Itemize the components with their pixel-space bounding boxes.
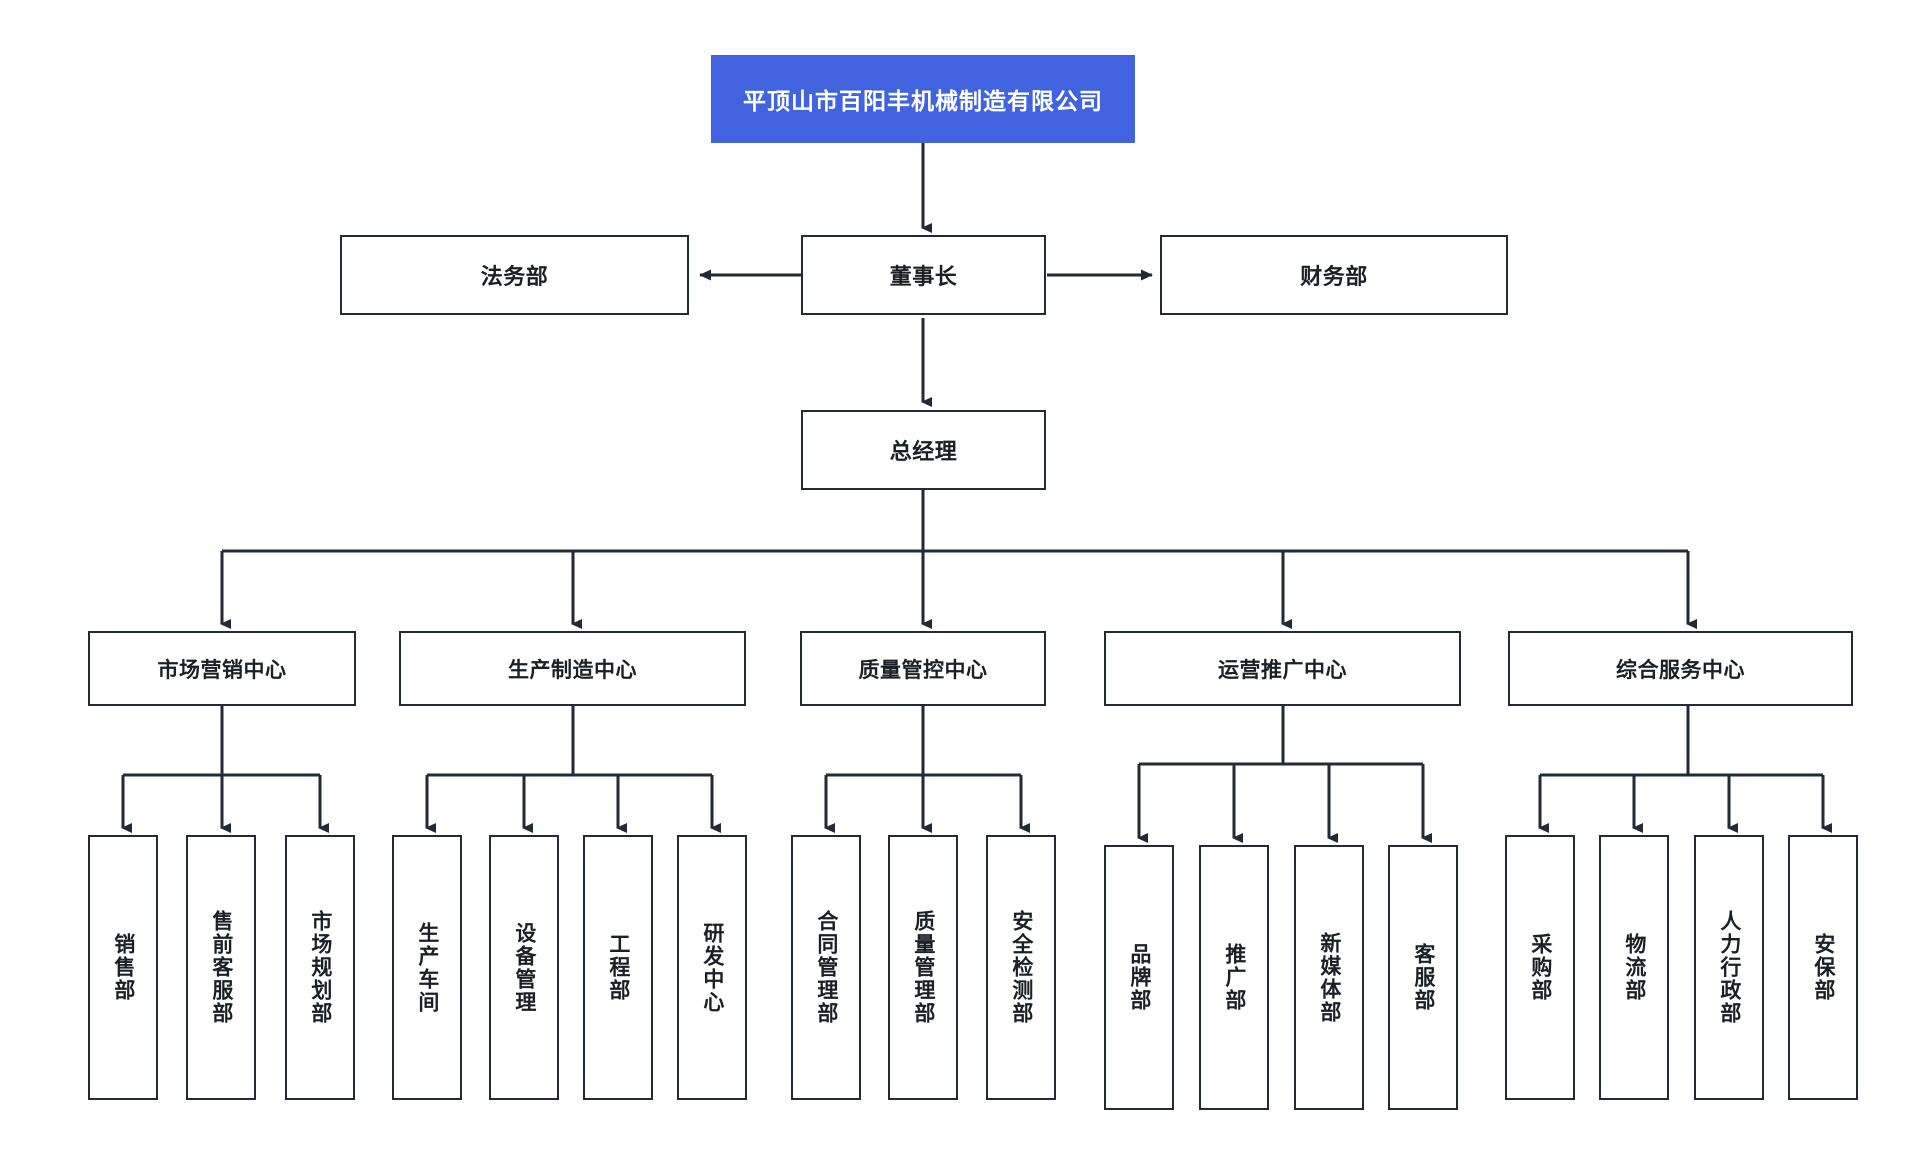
org-node-label: 人力行政部 — [1717, 910, 1741, 1025]
org-node-leaf-security[interactable]: 安保部 — [1788, 835, 1858, 1100]
org-node-center-operations[interactable]: 运营推广中心 — [1104, 631, 1461, 706]
org-node-finance-dept[interactable]: 财务部 — [1160, 235, 1508, 315]
org-node-label: 法务部 — [480, 264, 549, 289]
org-node-center-quality[interactable]: 质量管控中心 — [800, 631, 1046, 706]
org-node-label: 市场营销中心 — [157, 658, 287, 682]
org-node-general-manager[interactable]: 总经理 — [801, 410, 1046, 490]
org-node-label: 质量管理部 — [911, 910, 935, 1025]
org-node-leaf-market-planning[interactable]: 市场规划部 — [285, 835, 355, 1100]
org-node-label: 平顶山市百阳丰机械制造有限公司 — [743, 88, 1103, 114]
org-node-leaf-contract-management[interactable]: 合同管理部 — [791, 835, 861, 1100]
org-node-label: 综合服务中心 — [1616, 658, 1745, 682]
org-node-label: 销售部 — [111, 933, 135, 1002]
org-node-leaf-logistics[interactable]: 物流部 — [1599, 835, 1669, 1100]
org-node-leaf-engineering[interactable]: 工程部 — [583, 835, 653, 1100]
org-node-label: 研发中心 — [700, 921, 724, 1014]
org-node-company-root[interactable]: 平顶山市百阳丰机械制造有限公司 — [711, 55, 1135, 143]
org-node-leaf-equipment-management[interactable]: 设备管理 — [489, 835, 559, 1100]
org-node-label: 质量管控中心 — [858, 658, 988, 682]
org-node-label: 安保部 — [1811, 933, 1835, 1002]
org-node-label: 总经理 — [889, 439, 958, 464]
org-node-label: 合同管理部 — [814, 910, 838, 1025]
org-node-label: 物流部 — [1622, 933, 1646, 1002]
org-node-label: 财务部 — [1300, 264, 1368, 289]
org-node-leaf-brand[interactable]: 品牌部 — [1104, 845, 1174, 1110]
org-node-leaf-production-workshop[interactable]: 生产车间 — [392, 835, 462, 1100]
org-node-leaf-presales-service[interactable]: 售前客服部 — [186, 835, 256, 1100]
org-node-leaf-rnd-center[interactable]: 研发中心 — [677, 835, 747, 1100]
org-node-label: 新媒体部 — [1317, 931, 1341, 1024]
org-node-leaf-safety-inspection[interactable]: 安全检测部 — [986, 835, 1056, 1100]
org-node-label: 董事长 — [889, 264, 958, 289]
org-node-center-general-services[interactable]: 综合服务中心 — [1508, 631, 1853, 706]
org-node-leaf-promotion[interactable]: 推广部 — [1199, 845, 1269, 1110]
org-node-label: 采购部 — [1528, 933, 1552, 1002]
org-node-leaf-customer-service[interactable]: 客服部 — [1388, 845, 1458, 1110]
org-node-label: 生产制造中心 — [508, 658, 637, 682]
org-node-leaf-quality-management[interactable]: 质量管理部 — [888, 835, 958, 1100]
org-node-chairman[interactable]: 董事长 — [801, 235, 1046, 315]
org-node-label: 运营推广中心 — [1218, 658, 1347, 682]
org-node-label: 工程部 — [606, 933, 630, 1002]
org-node-leaf-sales[interactable]: 销售部 — [88, 835, 158, 1100]
org-node-leaf-new-media[interactable]: 新媒体部 — [1294, 845, 1364, 1110]
org-node-leaf-procurement[interactable]: 采购部 — [1505, 835, 1575, 1100]
org-node-center-marketing[interactable]: 市场营销中心 — [88, 631, 356, 706]
org-node-legal-dept[interactable]: 法务部 — [340, 235, 689, 315]
org-node-leaf-hr-administration[interactable]: 人力行政部 — [1694, 835, 1764, 1100]
org-node-label: 市场规划部 — [308, 910, 332, 1025]
org-node-label: 生产车间 — [415, 921, 439, 1014]
org-node-center-manufacturing[interactable]: 生产制造中心 — [399, 631, 746, 706]
org-node-label: 售前客服部 — [209, 910, 233, 1025]
org-node-label: 品牌部 — [1127, 943, 1151, 1012]
org-node-label: 客服部 — [1411, 943, 1435, 1012]
org-node-label: 推广部 — [1222, 943, 1246, 1012]
org-node-label: 设备管理 — [512, 921, 536, 1014]
org-node-label: 安全检测部 — [1009, 910, 1033, 1025]
